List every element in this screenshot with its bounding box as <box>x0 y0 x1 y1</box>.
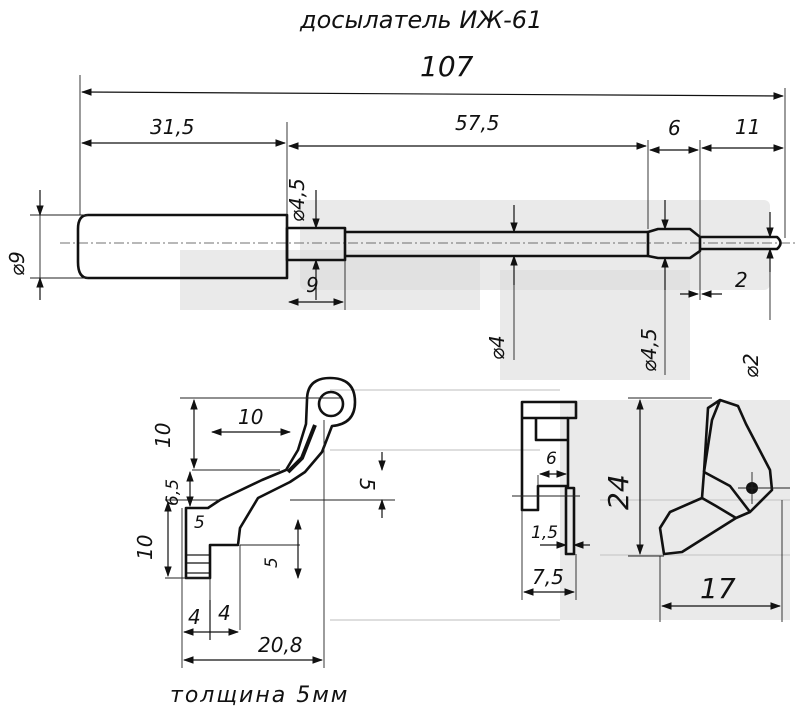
dimension-tip-step: 6 <box>668 116 681 140</box>
lever-eye <box>317 390 345 418</box>
dimension-tip-pin-length: 2 <box>735 268 748 292</box>
dimension-lever-notch: 5 <box>355 478 379 491</box>
dimension-collar-diameter: ⌀4,5 <box>285 178 309 222</box>
drawing-title: досылатель ИЖ-61 <box>299 6 542 34</box>
dimension-line <box>80 88 785 100</box>
rammer-side-view: 107 31,5 57,5 6 11 ⌀9 ⌀4,5 9 ⌀4 <box>5 50 795 378</box>
dimension-lever-bottom-height: 10 <box>133 535 157 560</box>
dimension-section-total-width: 7,5 <box>532 565 564 589</box>
dimension-lever-left-width-a: 4 <box>188 605 201 629</box>
dimension-lever-top-height: 10 <box>151 423 175 448</box>
dimension-end-height: 24 <box>602 474 635 510</box>
background-scan-artifacts <box>180 200 790 621</box>
lever-notch-feature <box>185 554 211 574</box>
dimension-lever-arm-width: 10 <box>238 405 263 429</box>
dimension-handle-diameter: ⌀9 <box>5 251 29 276</box>
lever-shading <box>286 424 317 474</box>
dimension-handle-length: 31,5 <box>150 115 195 139</box>
thickness-note: толщина 5мм <box>170 683 349 708</box>
dimension-section-inner-width: 6 <box>546 449 557 469</box>
dimension-tip-pin-diameter: ⌀2 <box>739 353 763 378</box>
lever-thickness-label: 5 <box>194 513 205 533</box>
section-outline <box>520 400 578 512</box>
section-view: 6 1,5 7,5 <box>512 400 590 600</box>
dimension-tip-length: 11 <box>735 115 760 139</box>
section-plate <box>564 486 576 556</box>
dimension-total-length: 107 <box>420 50 474 83</box>
dimension-tip-collar-diameter: ⌀4,5 <box>637 328 661 372</box>
dimension-end-width: 17 <box>700 572 736 605</box>
end-view: 24 17 <box>602 397 790 622</box>
lever-outline <box>184 376 357 580</box>
rod-outline <box>345 230 648 258</box>
dimension-section-plate-thickness: 1,5 <box>531 523 558 543</box>
dimension-lever-step-height: 6,5 <box>163 479 183 506</box>
dimension-lever-left-width-b: 4 <box>218 601 231 625</box>
dimension-rod-diameter: ⌀4 <box>485 335 509 360</box>
tip-pin-outline <box>700 235 782 251</box>
dimension-collar-length: 9 <box>306 273 319 297</box>
dimension-rod-length: 57,5 <box>455 111 500 135</box>
dimension-lever-total-width: 20,8 <box>258 633 303 657</box>
dimension-lever-inner-height: 5 <box>262 557 282 568</box>
lever-view: 10 10 6,5 5 10 5 4 4 20,8 5 <box>133 376 395 668</box>
